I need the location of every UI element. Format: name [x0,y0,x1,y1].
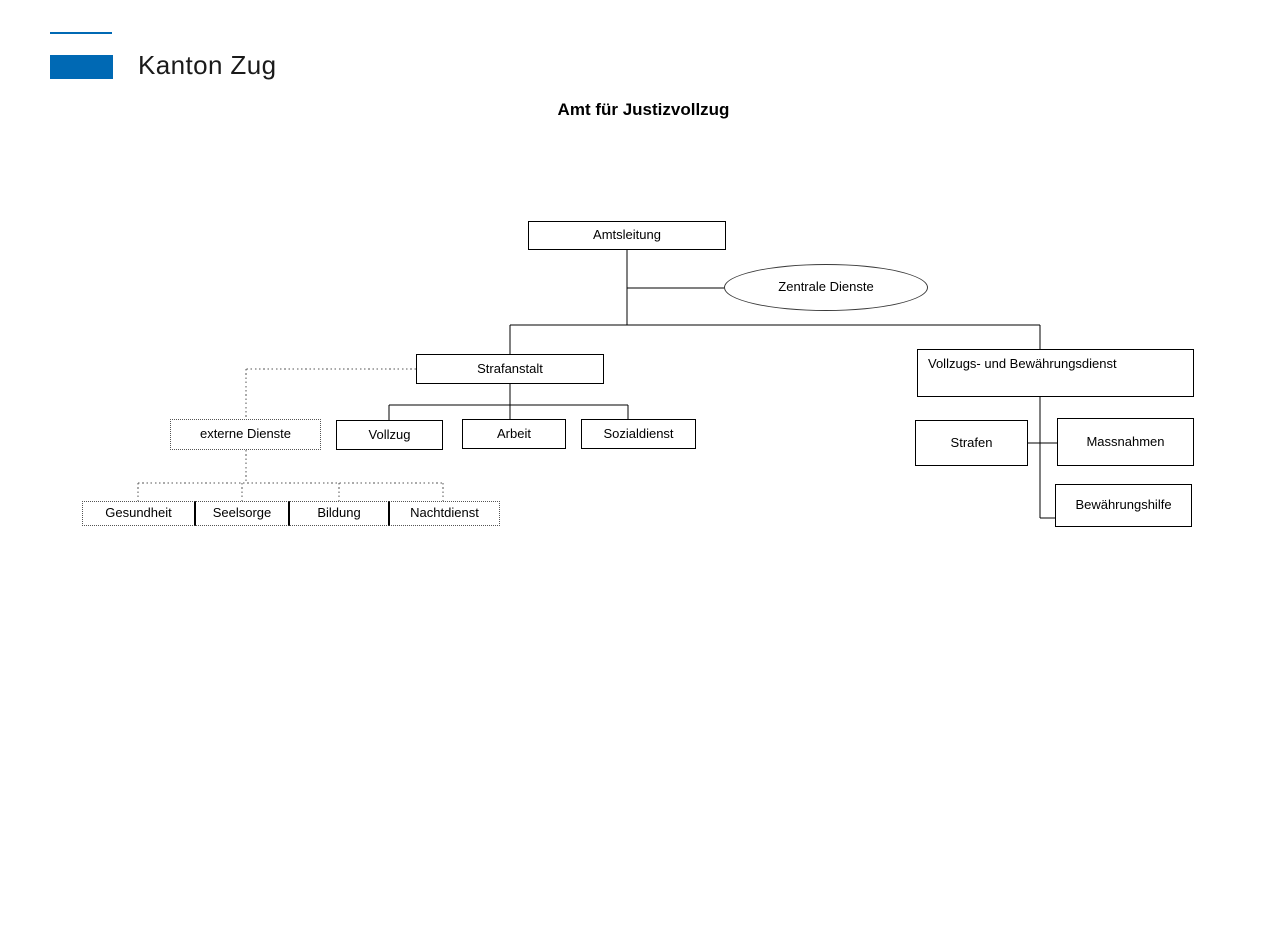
node-bildung[interactable]: Bildung [289,501,389,526]
node-arbeit[interactable]: Arbeit [462,419,566,449]
node-label: Bewährungshilfe [1075,497,1172,513]
node-sozialdienst[interactable]: Sozialdienst [581,419,696,449]
node-label: Seelsorge [212,505,272,521]
node-strafen[interactable]: Strafen [915,420,1028,466]
node-label: Bildung [317,505,361,521]
node-label: Zentrale Dienste [778,279,874,295]
node-label: Massnahmen [1086,433,1165,449]
node-label: Strafanstalt [477,360,543,376]
node-massnahmen[interactable]: Massnahmen [1057,418,1194,466]
node-zentrale-dienste[interactable]: Zentrale Dienste [724,264,928,311]
brand-name: Kanton Zug [138,50,277,80]
node-label: Arbeit [497,425,531,441]
node-label: Gesundheit [105,505,172,521]
node-label: Nachtdienst [410,505,479,521]
logo-rule-icon [50,32,112,34]
node-label: externe Dienste [199,426,292,442]
node-externe-dienste[interactable]: externe Dienste [170,419,321,450]
node-strafanstalt[interactable]: Strafanstalt [416,354,604,384]
node-amtsleitung[interactable]: Amtsleitung [528,221,726,250]
node-label: Vollzug [368,426,411,442]
page-title: Amt für Justizvollzug [557,100,730,119]
node-vollzugs-und-bewaehrungsdienst[interactable]: Vollzugs- und Bewährungsdienst [917,349,1194,397]
node-vollzug[interactable]: Vollzug [336,420,443,450]
node-label: Vollzugs- und Bewährungsdienst [928,356,1117,371]
logo-block-icon [50,55,113,79]
node-label: Strafen [950,434,993,450]
node-label: Amtsleitung [593,227,661,243]
node-gesundheit[interactable]: Gesundheit [82,501,195,526]
node-seelsorge[interactable]: Seelsorge [195,501,289,526]
node-nachtdienst[interactable]: Nachtdienst [389,501,500,526]
node-bewaehrungshilfe[interactable]: Bewährungshilfe [1055,484,1192,527]
node-label: Sozialdienst [603,425,674,441]
brand-logo: Kanton Zug [0,0,400,100]
